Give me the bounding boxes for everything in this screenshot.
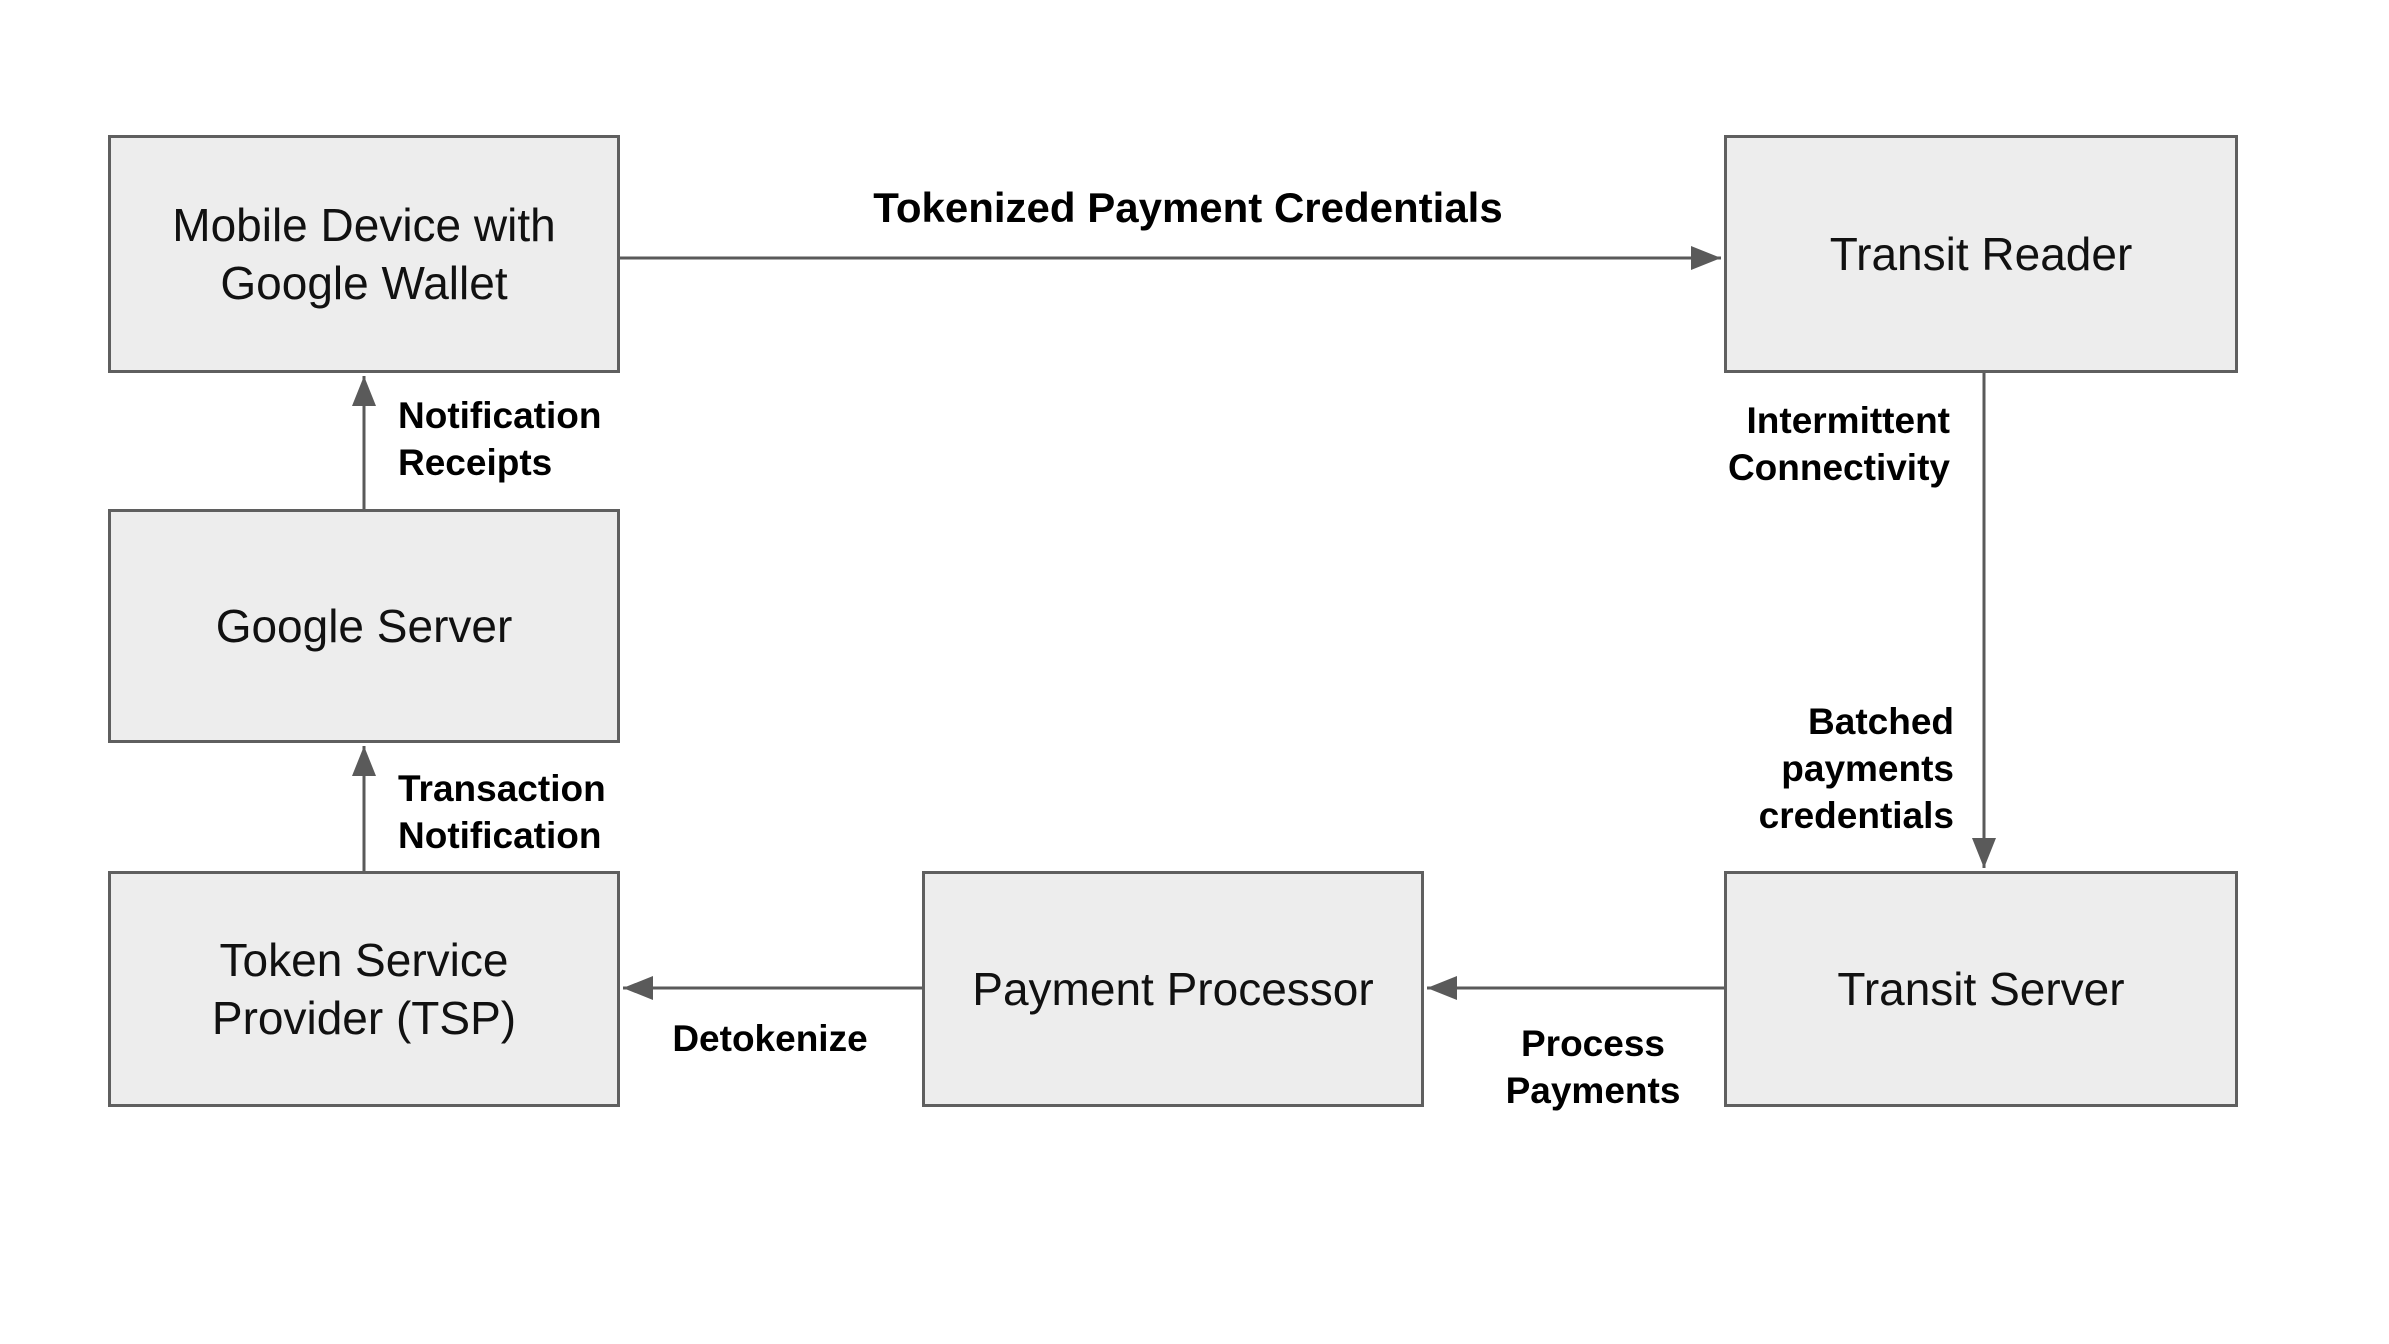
edge-label-line: Notification bbox=[398, 395, 602, 436]
node-label-line: Provider (TSP) bbox=[211, 992, 517, 1044]
edge-label-batched-payments-credentials: Batched payments credentials bbox=[1759, 698, 1954, 839]
node-payment-processor: Payment Processor bbox=[922, 871, 1424, 1107]
edge-label-process-payments: Process Payments bbox=[1506, 1020, 1681, 1114]
edge-label-line: Payments bbox=[1505, 1070, 1681, 1111]
edge-label-notification-receipts: Notification Receipts bbox=[398, 392, 601, 486]
edge-label-tokenized-payment-credentials: Tokenized Payment Credentials bbox=[873, 182, 1502, 234]
edge-label-transaction-notification: Transaction Notification bbox=[398, 765, 606, 859]
node-label-line: Transit Server bbox=[1837, 963, 2125, 1015]
node-google-server: Google Server bbox=[108, 509, 620, 743]
edge-label-detokenize: Detokenize bbox=[672, 1015, 867, 1062]
node-transit-server: Transit Server bbox=[1724, 871, 2238, 1107]
edge-label-line: Batched bbox=[1808, 701, 1954, 742]
node-transit-reader: Transit Reader bbox=[1724, 135, 2238, 373]
edge-label-line: Intermittent bbox=[1746, 400, 1951, 441]
node-label-line: Google Server bbox=[215, 600, 513, 652]
edge-label-line: Detokenize bbox=[672, 1018, 868, 1059]
node-label-line: Google Wallet bbox=[220, 257, 508, 309]
edge-label-line: payments bbox=[1781, 748, 1954, 789]
edge-label-line: Tokenized Payment Credentials bbox=[873, 184, 1503, 231]
edge-label-line: Receipts bbox=[398, 442, 553, 483]
node-label-line: Payment Processor bbox=[972, 963, 1374, 1015]
edge-label-line: Notification bbox=[398, 815, 602, 856]
edge-label-line: credentials bbox=[1758, 795, 1954, 836]
node-label-line: Token Service bbox=[219, 934, 509, 986]
node-mobile-device: Mobile Device with Google Wallet bbox=[108, 135, 620, 373]
edge-label-line: Process bbox=[1521, 1023, 1665, 1064]
edge-label-intermittent-connectivity: Intermittent Connectivity bbox=[1728, 397, 1950, 491]
node-label-line: Transit Reader bbox=[1829, 228, 2133, 280]
node-token-service-provider: Token Service Provider (TSP) bbox=[108, 871, 620, 1107]
edge-label-line: Connectivity bbox=[1727, 447, 1950, 488]
edge-label-line: Transaction bbox=[398, 768, 606, 809]
node-label-line: Mobile Device with bbox=[172, 199, 556, 251]
